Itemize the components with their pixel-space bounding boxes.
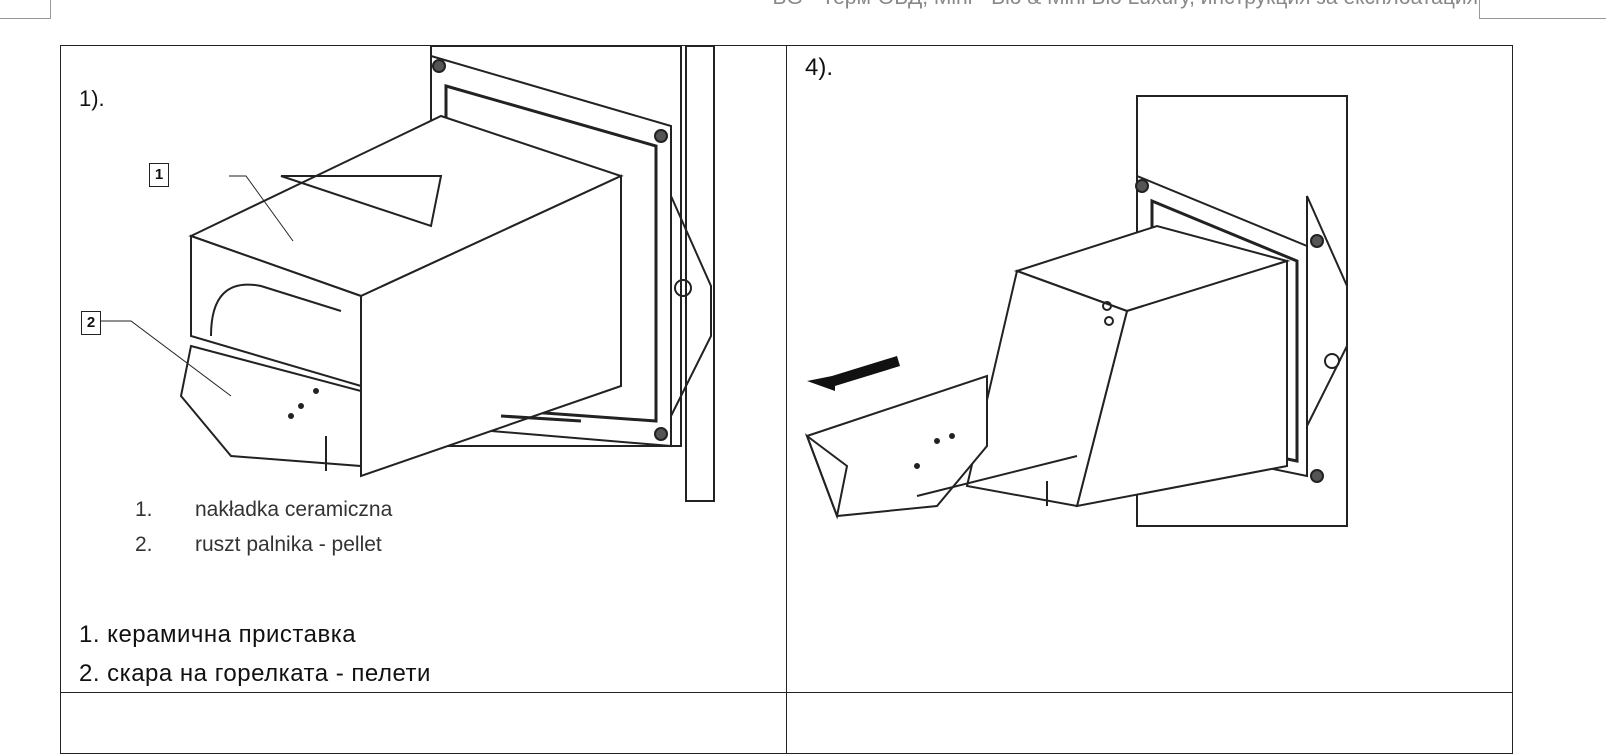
callout-2: 2 — [81, 311, 101, 335]
step-4-cell: 4). — [786, 45, 1513, 693]
burner-grate-illustration — [101, 46, 715, 502]
running-header: BG - Терм-ОБД, Mini - Bio & Mini Bio Lux… — [772, 0, 1478, 10]
next-step-cell — [786, 692, 1513, 754]
legend-pl-item: 2.ruszt palnika - pellet — [135, 533, 382, 556]
step-label: 1). — [79, 86, 105, 111]
page-corner-mark — [0, 0, 51, 19]
legend-pl-item: 1.nakładka ceramiczna — [135, 498, 393, 521]
step-label: 4). — [805, 54, 834, 81]
callout-1: 1 — [149, 163, 169, 187]
step-1-cell: 1). 1 2 1.nakładka ceramiczna 2.ruszt pa… — [60, 45, 787, 693]
instruction-table: 1). 1 2 1.nakładka ceramiczna 2.ruszt pa… — [60, 45, 1513, 754]
legend-bg-item: 1. керамична приставка — [79, 621, 357, 648]
next-step-cell — [60, 692, 787, 754]
legend-bg-item: 2. скара на горелката - пелети — [79, 660, 431, 687]
page-corner-mark — [1479, 0, 1606, 19]
grate-removal-illustration — [804, 95, 1348, 527]
